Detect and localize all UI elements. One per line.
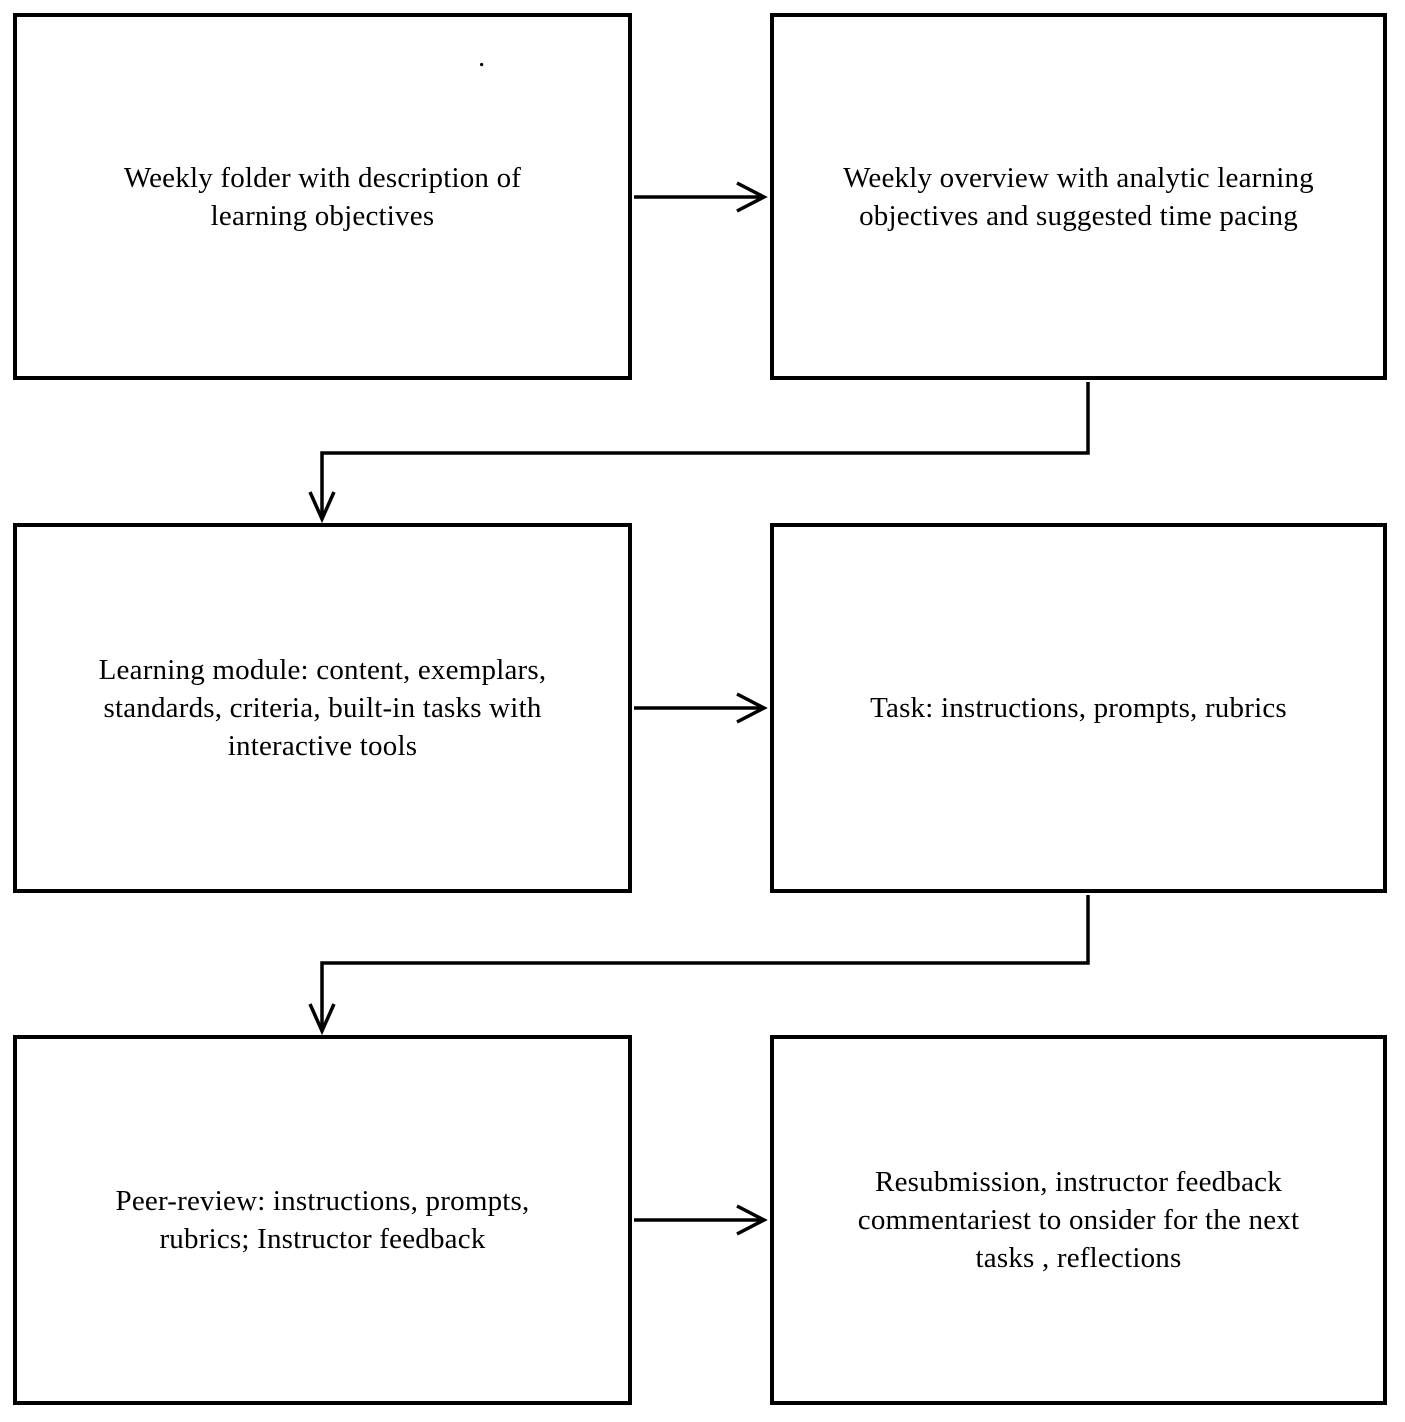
down-arrowhead-icon [308, 1003, 336, 1036]
flow-box-peer-review-label: Peer-review: instructions, prompts, rubr… [115, 1185, 530, 1255]
arrow-peer-review-to-resubmission [634, 1204, 768, 1236]
flow-box-weekly-overview-label: Weekly overview with analytic learning o… [843, 161, 1314, 232]
flow-box-weekly-folder: Weekly folder with description of learni… [13, 13, 632, 380]
flow-box-resubmission: Resubmission, instructor feedback commen… [770, 1035, 1387, 1405]
flow-box-task-label: Task: instructions, prompts, rubrics [870, 692, 1287, 724]
stray-period-mark: . [478, 41, 486, 73]
flow-box-weekly-overview: Weekly overview with analytic learning o… [770, 13, 1387, 380]
right-arrowhead-icon [736, 1204, 768, 1236]
arrow-weekly-overview-to-learning-module [308, 382, 1090, 524]
arrow-learning-module-to-task [634, 692, 768, 724]
flow-box-weekly-folder-label: Weekly folder with description of learni… [123, 161, 522, 232]
right-arrowhead-icon [736, 181, 768, 213]
flow-box-task: Task: instructions, prompts, rubrics [770, 523, 1387, 893]
arrow-task-to-peer-review [308, 895, 1090, 1036]
flow-box-learning-module: Learning module: content, exemplars, sta… [13, 523, 632, 893]
arrow-weekly-folder-to-weekly-overview [634, 181, 768, 213]
right-arrowhead-icon [736, 692, 768, 724]
flow-box-learning-module-label: Learning module: content, exemplars, sta… [98, 654, 547, 762]
flow-box-resubmission-label: Resubmission, instructor feedback commen… [857, 1166, 1300, 1274]
flow-box-peer-review: Peer-review: instructions, prompts, rubr… [13, 1035, 632, 1405]
down-arrowhead-icon [308, 491, 336, 524]
